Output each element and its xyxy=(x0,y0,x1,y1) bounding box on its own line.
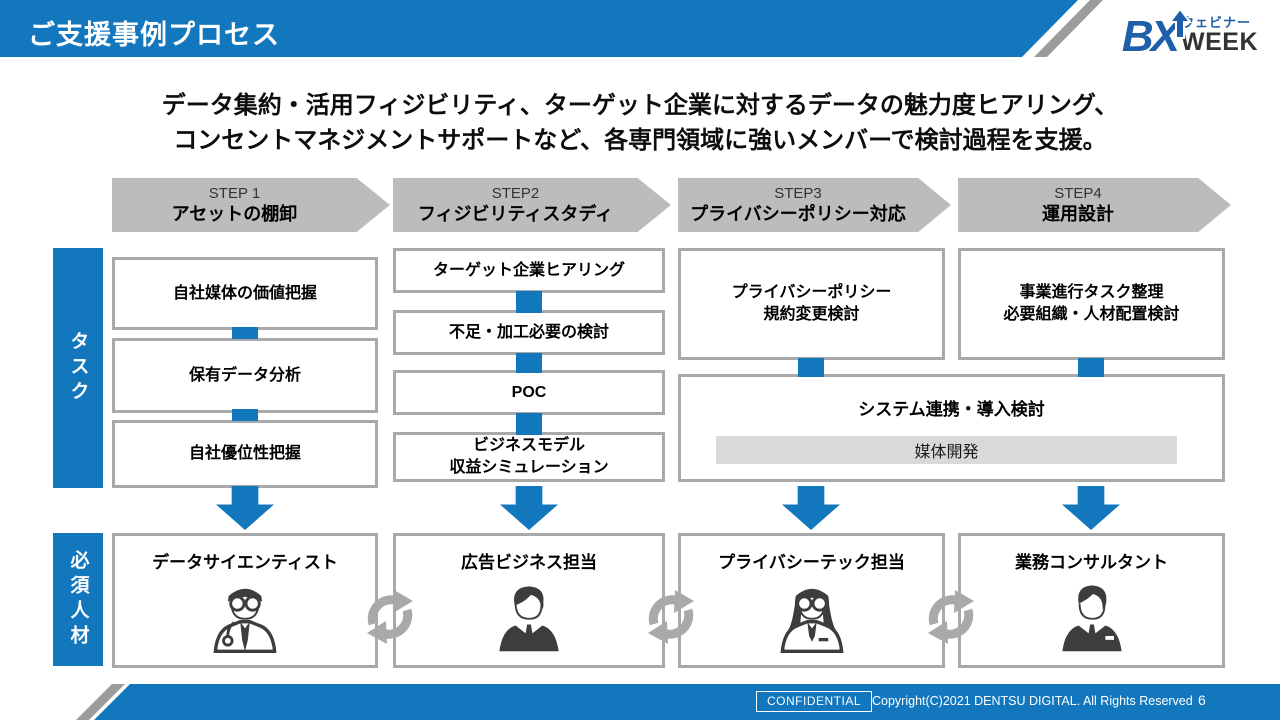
connector xyxy=(516,291,542,313)
bx-week-logo: BX ウェビナー WEEK xyxy=(1122,8,1258,58)
step-chevron-1: STEP 1 アセットの棚卸 xyxy=(112,178,390,232)
connector xyxy=(232,409,258,421)
step-4-number: STEP4 xyxy=(1054,185,1102,202)
header-bar xyxy=(0,0,1078,57)
intro-text: データ集約・活用フィジビリティ、ターゲット企業に対するデータの魅力度ヒアリング、… xyxy=(0,88,1280,158)
task-box-advantage: 自社優位性把握 xyxy=(112,420,378,488)
step-chevron-4: STEP4 運用設計 xyxy=(958,178,1231,232)
media-development-bar: 媒体開発 xyxy=(716,436,1177,464)
step-4-name: 運用設計 xyxy=(1042,204,1114,224)
page-number: 6 xyxy=(1198,692,1206,708)
step-2-number: STEP2 xyxy=(491,185,540,202)
talent-label-text: 必須人材 xyxy=(67,549,89,650)
talent-box-consultant: 業務コンサルタント xyxy=(958,533,1225,668)
task-box-data-analysis: 保有データ分析 xyxy=(112,338,378,413)
step-chevron-3: STEP3 プライバシーポリシー対応 xyxy=(678,178,951,232)
footer-bar xyxy=(94,684,1280,720)
talent-box-privacy-tech: プライバシーテック担当 xyxy=(678,533,945,668)
consultant-person-icon xyxy=(1061,585,1122,652)
system-integration-title: システム連携・導入検討 xyxy=(858,400,1045,419)
down-arrow-icon xyxy=(782,486,840,530)
task-box-privacy-policy: プライバシーポリシー 規約変更検討 xyxy=(678,248,945,360)
connector xyxy=(1078,358,1104,377)
task-box-task-org: 事業進行タスク整理 必要組織・人材配置検討 xyxy=(958,248,1225,360)
talent-box-data-scientist: データサイエンティスト xyxy=(112,533,378,668)
down-arrow-icon xyxy=(500,486,558,530)
intro-line-2: コンセントマネジメントサポートなど、各専門領域に強いメンバーで検討過程を支援。 xyxy=(173,127,1107,154)
tasks-label-text: タスク xyxy=(67,330,89,406)
step-3-name: プライバシーポリシー対応 xyxy=(690,204,906,224)
copyright-text: Copyright(C)2021 DENTSU DIGITAL. All Rig… xyxy=(872,694,1193,708)
row-label-talent: 必須人材 xyxy=(53,533,103,666)
logo-webinar-label: ウェビナー xyxy=(1181,15,1252,30)
task-box-system-integration: システム連携・導入検討 媒体開発 xyxy=(678,374,1225,482)
talent-box-ad-business: 広告ビジネス担当 xyxy=(393,533,665,668)
step-chevron-2: STEP2 フィジビリティスタディ xyxy=(393,178,671,232)
connector xyxy=(232,327,258,339)
down-arrow-icon xyxy=(1062,486,1120,530)
up-arrow-icon xyxy=(1167,8,1192,39)
logo-right-block: ウェビナー WEEK xyxy=(1181,12,1258,55)
task-box-gap-review: 不足・加工必要の検討 xyxy=(393,310,665,355)
task-box-poc: POC xyxy=(393,370,665,415)
intro-line-1: データ集約・活用フィジビリティ、ターゲット企業に対するデータの魅力度ヒアリング、 xyxy=(161,92,1119,119)
talent-name: プライバシーテック担当 xyxy=(718,553,905,572)
step-1-name: アセットの棚卸 xyxy=(171,204,298,224)
sync-arrows-icon xyxy=(928,590,974,644)
page-title: ご支援事例プロセス xyxy=(28,20,280,50)
step-3-number: STEP3 xyxy=(774,185,822,202)
connector xyxy=(798,358,824,377)
sync-arrows-icon xyxy=(648,590,694,644)
task-box-target-hearing: ターゲット企業ヒアリング xyxy=(393,248,665,293)
down-arrow-icon xyxy=(216,486,274,530)
sync-arrows-icon xyxy=(367,590,413,644)
step-2-name: フィジビリティスタディ xyxy=(417,204,614,224)
confidential-badge: CONFIDENTIAL xyxy=(756,691,873,712)
logo-bx-text: BX xyxy=(1122,8,1192,58)
task-box-media-value: 自社媒体の価値把握 xyxy=(112,257,378,330)
logo-week-label: WEEK xyxy=(1181,28,1258,56)
task-box-business-model: ビジネスモデル 収益シミュレーション xyxy=(393,432,665,482)
privacy-tech-person-icon xyxy=(780,588,843,653)
step-1-number: STEP 1 xyxy=(208,185,261,202)
talent-name: 広告ビジネス担当 xyxy=(461,553,597,572)
talent-name: データサイエンティスト xyxy=(152,553,338,572)
data-scientist-icon xyxy=(213,588,277,653)
ad-business-person-icon xyxy=(499,586,559,652)
talent-name: 業務コンサルタント xyxy=(1015,553,1168,572)
connector xyxy=(516,353,542,373)
row-label-tasks: タスク xyxy=(53,248,103,488)
connector xyxy=(516,413,542,435)
